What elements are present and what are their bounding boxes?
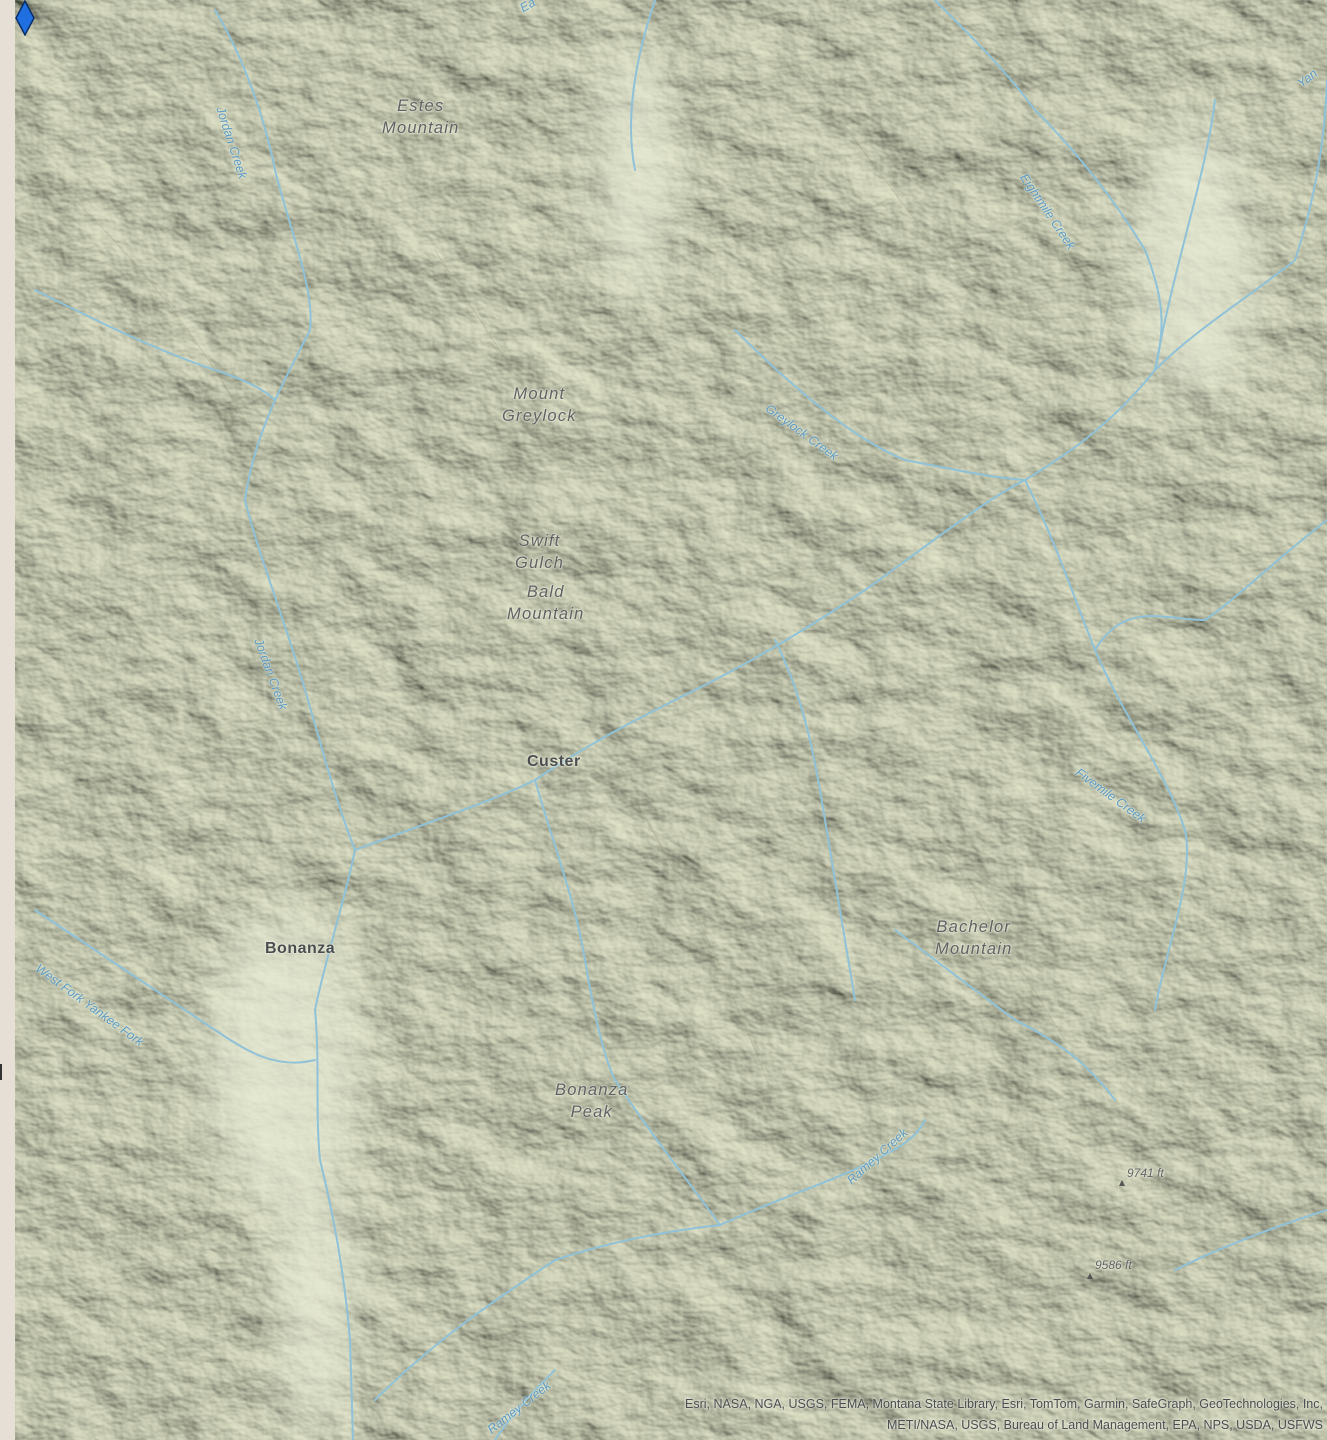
topographic-map[interactable]: Estes Mountain Mount Greylock Swift Gulc…	[15, 0, 1327, 1440]
peak-label-bald-mountain: Bald Mountain	[507, 581, 584, 625]
peak-label-line: Bonanza	[555, 1081, 629, 1099]
peak-label-bachelor-mountain: Bachelor Mountain	[935, 916, 1012, 960]
town-label-custer: Custer	[527, 753, 581, 770]
peak-label-line: Mountain	[507, 605, 585, 623]
peak-label-line: Gulch	[515, 554, 565, 572]
peak-label-estes-mountain: Estes Mountain	[382, 95, 459, 139]
map-attribution: Esri, NASA, NGA, USGS, FEMA, Montana Sta…	[685, 1394, 1323, 1436]
summit-triangle-icon	[1119, 1180, 1125, 1186]
peak-label-line: Mountain	[935, 940, 1013, 958]
peak-label-line: Mount	[513, 385, 566, 403]
panel-edge-marker	[0, 1064, 2, 1080]
terrain-layer	[15, 0, 1327, 1440]
attribution-line: METI/NASA, USGS, Bureau of Land Manageme…	[886, 1418, 1323, 1432]
peak-label-line: Bald	[526, 583, 565, 601]
peak-label-line: Swift	[518, 532, 561, 550]
elevation-label: 9586 ft	[1095, 1258, 1132, 1272]
location-marker-diamond-icon[interactable]	[15, 0, 35, 36]
peak-label-line: Bachelor	[936, 918, 1012, 936]
peak-label-bonanza-peak: Bonanza Peak	[555, 1079, 629, 1123]
town-label-bonanza: Bonanza	[265, 940, 336, 957]
peak-label-swift-gulch: Swift Gulch	[515, 530, 564, 574]
summit-triangle-icon	[1087, 1273, 1093, 1279]
peak-label-line: Estes	[397, 97, 445, 115]
peak-label-line: Greylock	[502, 407, 577, 425]
attribution-line: Esri, NASA, NGA, USGS, FEMA, Montana Sta…	[685, 1397, 1323, 1411]
elevation-label: 9741 ft	[1127, 1166, 1164, 1180]
peak-label-line: Peak	[570, 1103, 613, 1121]
peak-label-line: Mountain	[382, 119, 460, 137]
peak-label-mount-greylock: Mount Greylock	[502, 383, 577, 427]
left-panel-edge	[0, 0, 15, 1440]
